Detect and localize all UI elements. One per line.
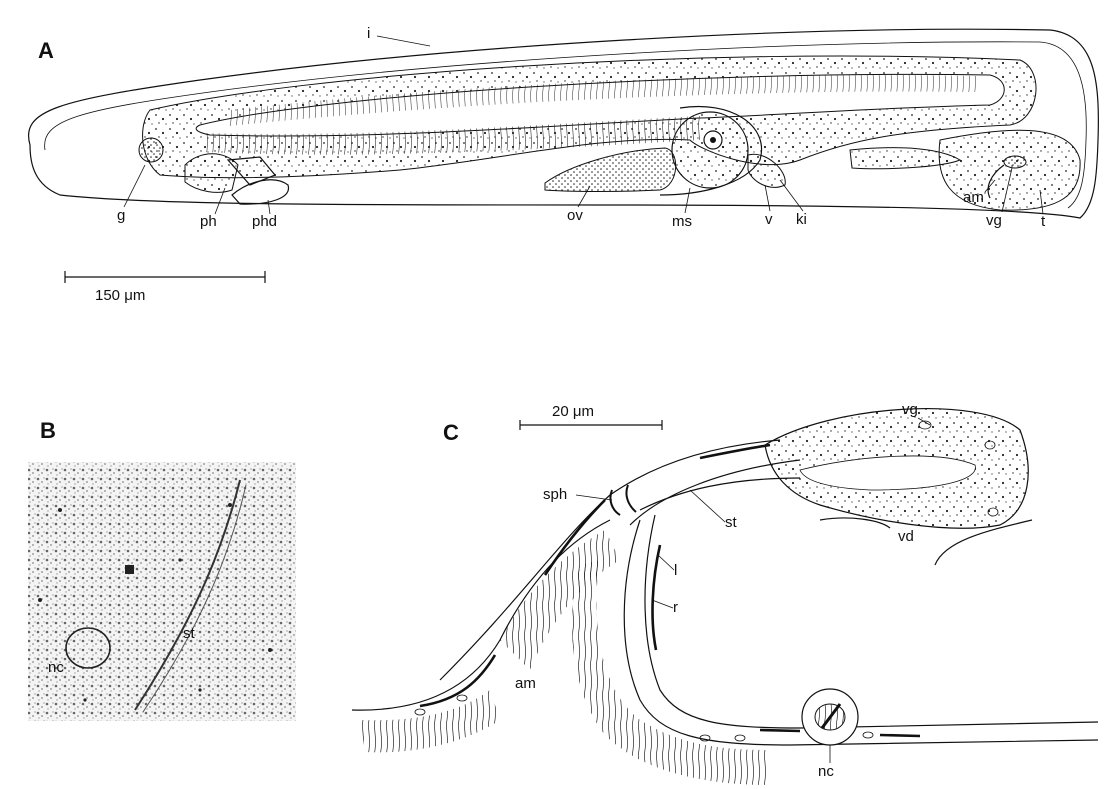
- atrium-right-wall-inner: [645, 515, 1098, 728]
- panel-c: C 20 μm: [352, 401, 1098, 785]
- leader-ms: [685, 188, 690, 213]
- label-phd: phd: [252, 213, 277, 230]
- cilia-right: [572, 560, 770, 785]
- sphincter: [610, 485, 636, 515]
- label-nc-c: nc: [818, 763, 834, 780]
- panel-a-letter: A: [38, 38, 54, 63]
- scale-label-a: 150 μm: [95, 287, 145, 304]
- leader-i: [377, 36, 430, 46]
- scale-bar-a: [65, 271, 265, 283]
- label-ki: ki: [796, 211, 807, 228]
- cilia-left: [500, 530, 620, 670]
- scale-bar-c: [520, 420, 662, 430]
- label-vg-a: vg: [986, 212, 1002, 229]
- leader-r: [652, 600, 673, 608]
- leader-l: [658, 555, 674, 570]
- label-i: i: [367, 25, 370, 42]
- label-st-c: st: [725, 514, 738, 531]
- pharyngeal-duct: [232, 180, 288, 204]
- panel-b-letter: B: [40, 418, 56, 443]
- label-ph: ph: [200, 213, 217, 230]
- label-st-b: st: [183, 625, 196, 642]
- label-vd: vd: [898, 528, 914, 545]
- label-l: l: [674, 562, 677, 579]
- label-ms: ms: [672, 213, 692, 230]
- atrium-right-thick: [653, 545, 660, 650]
- label-r: r: [673, 599, 678, 616]
- panel-a: A i g ph phd: [29, 25, 1099, 304]
- vesicula-granulorum-a: [1004, 156, 1026, 168]
- stylet: [640, 478, 800, 510]
- label-sph: sph: [543, 486, 567, 503]
- ovary: [545, 148, 676, 192]
- leader-v: [765, 185, 770, 211]
- brain-ganglion: [139, 138, 163, 162]
- atrium-left-wall: [352, 520, 610, 710]
- label-ov: ov: [567, 207, 583, 224]
- label-am-a: am: [963, 189, 984, 206]
- oocyte-nucleolus: [710, 137, 716, 143]
- label-v: v: [765, 211, 773, 228]
- leader-st-c: [690, 490, 725, 522]
- label-vg-c: vg: [902, 401, 918, 418]
- panel-c-letter: C: [443, 420, 459, 445]
- mature-oocyte: [672, 112, 748, 188]
- label-nc-b: nc: [48, 659, 64, 676]
- label-t: t: [1041, 213, 1046, 230]
- atrium-right-wall: [624, 520, 1098, 745]
- testis: [939, 130, 1080, 210]
- label-g: g: [117, 207, 125, 224]
- label-am-c: am: [515, 675, 536, 692]
- scale-label-c: 20 μm: [552, 403, 594, 420]
- panel-b: B nc st: [28, 418, 296, 721]
